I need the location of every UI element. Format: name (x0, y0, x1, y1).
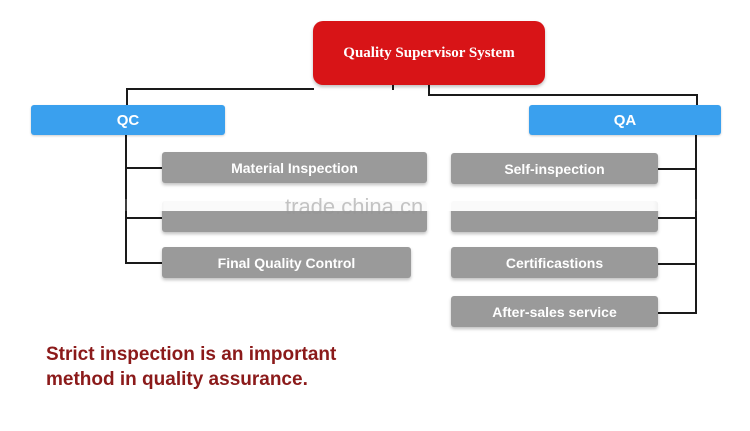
connector-root-right-top (428, 94, 698, 96)
connector-root-right-stem (696, 94, 698, 105)
connector-qa-item-1 (658, 168, 696, 170)
connector-qc-item-2 (125, 217, 163, 219)
connector-qa-item-2 (658, 217, 696, 219)
connector-root-left-drop (392, 85, 394, 90)
connector-root-right-drop (428, 85, 430, 96)
root-node: Quality Supervisor System (313, 21, 545, 85)
quality-note: Strict inspection is an important method… (46, 344, 337, 390)
connector-root-left-top (126, 88, 314, 90)
qa-item-self-inspection: Self-inspection (451, 153, 658, 184)
qa-item-certifications: Certificastions (451, 247, 658, 278)
watermark-band (118, 199, 700, 211)
qc-category-node: QC (31, 105, 225, 135)
qa-item-after-sales-service: After-sales service (451, 296, 658, 327)
connector-qa-item-4 (658, 312, 696, 314)
connector-root-left-stem (126, 88, 128, 105)
connector-qc-item-3 (125, 262, 163, 264)
qc-item-final-quality-control: Final Quality Control (162, 247, 411, 278)
connector-qa-item-3 (658, 263, 696, 265)
qc-item-material-inspection: Material Inspection (162, 152, 427, 183)
connector-qc-item-1 (125, 167, 163, 169)
qa-category-node: QA (529, 105, 721, 135)
connector-qa-trunk (695, 135, 697, 314)
watermark: trade.china.cn (285, 194, 424, 219)
